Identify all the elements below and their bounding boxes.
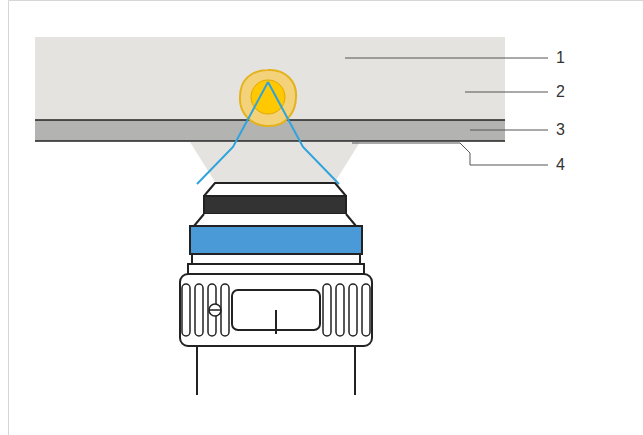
leader-line xyxy=(345,58,548,59)
leader-line xyxy=(470,130,548,131)
callout-number: 4 xyxy=(556,157,565,173)
knurl-ridge xyxy=(323,284,331,336)
leader-line xyxy=(352,143,548,165)
knurl-ridge xyxy=(195,284,203,336)
knurled-collar xyxy=(180,274,372,346)
light-ray xyxy=(197,82,268,184)
ring xyxy=(188,264,364,274)
callout-number: 2 xyxy=(556,84,565,100)
callout-number: 1 xyxy=(556,50,565,66)
leader-line xyxy=(465,92,548,93)
knurl-ridge xyxy=(362,284,370,336)
screw-slot xyxy=(209,309,221,311)
color-ring xyxy=(190,226,362,254)
screw xyxy=(209,304,221,316)
knurl-ridge xyxy=(182,284,190,336)
object-core xyxy=(251,80,285,114)
knurl-ridge xyxy=(349,284,357,336)
frame xyxy=(9,1,643,435)
front-lens-cap xyxy=(204,183,346,196)
cover-glass-edge xyxy=(35,140,505,142)
light-ray xyxy=(268,82,339,184)
objective-body xyxy=(196,346,198,395)
index-mark xyxy=(275,310,277,334)
ring xyxy=(192,254,360,264)
knurl-ridge xyxy=(336,284,344,336)
objective-body xyxy=(354,346,356,395)
front-taper xyxy=(194,214,356,226)
knurl-ridge xyxy=(221,284,229,336)
front-band xyxy=(204,196,346,214)
immersion-medium xyxy=(190,142,360,182)
callout-number: 3 xyxy=(556,122,565,138)
